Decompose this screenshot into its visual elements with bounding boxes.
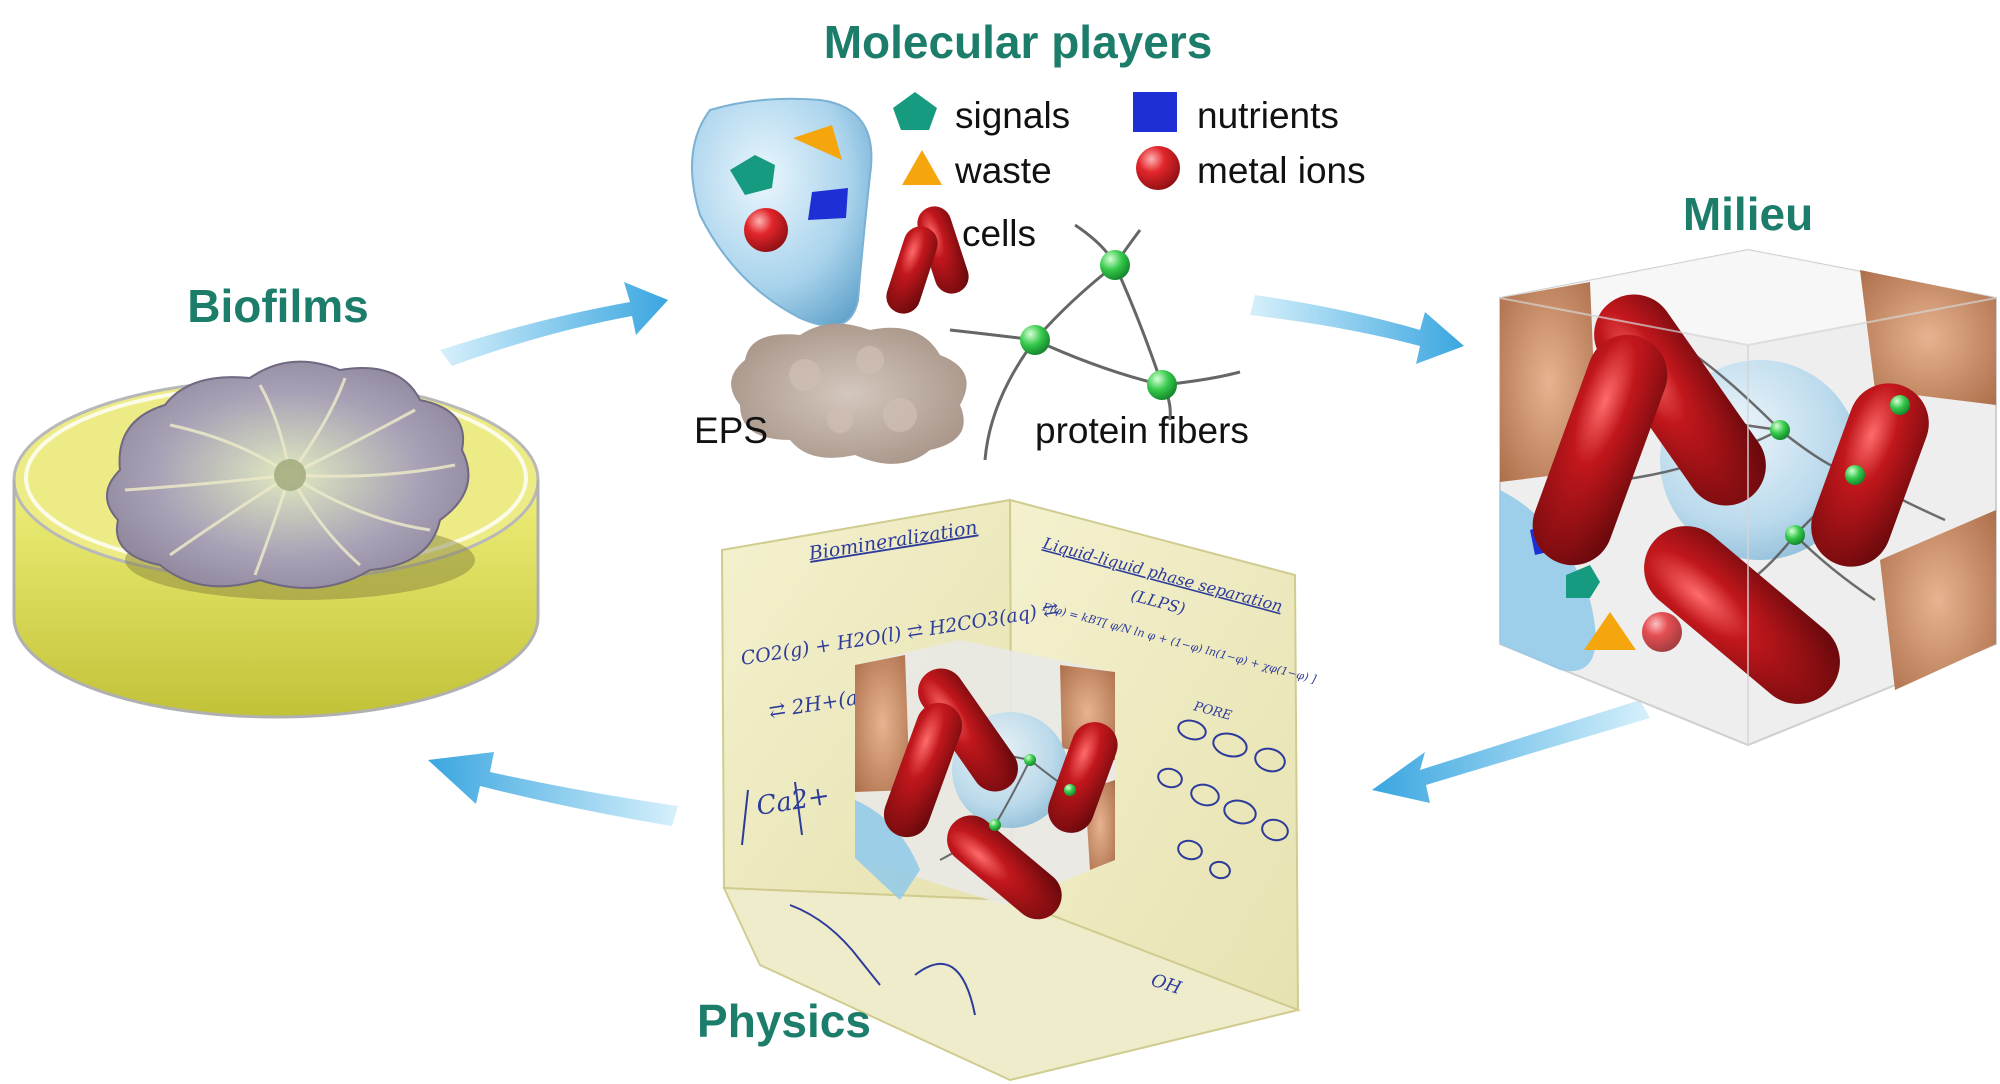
cycle-arrow-icon xyxy=(1250,295,1464,364)
legend-cells: cells xyxy=(886,206,1036,314)
legend-protein-fibers: protein fibers xyxy=(949,223,1249,461)
cube-icon xyxy=(1499,248,1997,747)
molecule-droplet xyxy=(691,97,873,327)
fiber-node-icon xyxy=(1147,370,1177,400)
legend-signals-label: signals xyxy=(955,95,1070,136)
cube-icon xyxy=(855,640,1118,920)
title-physics: Physics xyxy=(697,995,871,1047)
legend-protein-fibers-label: protein fibers xyxy=(1035,410,1249,451)
legend-cells-label: cells xyxy=(962,213,1036,254)
legend-signals: signals xyxy=(893,92,1070,136)
triangle-icon xyxy=(902,150,942,185)
cycle-arrow-icon xyxy=(440,282,668,366)
legend-nutrients: nutrients xyxy=(1133,92,1339,136)
title-biofilms: Biofilms xyxy=(187,280,368,332)
fiber-node-icon xyxy=(1100,250,1130,280)
physics-notebook: Biomineralization CO2(g) + H2O(l) ⇄ H2CO… xyxy=(720,498,1318,1082)
rod-cell-icon xyxy=(886,206,969,314)
legend-waste: waste xyxy=(902,150,1052,191)
biofilm-colony xyxy=(106,360,470,589)
legend-waste-label: waste xyxy=(954,150,1052,191)
legend-metal-ions: metal ions xyxy=(1136,146,1366,191)
square-icon xyxy=(1133,92,1177,132)
fiber-node-icon xyxy=(1020,325,1050,355)
sphere-icon xyxy=(1136,146,1180,190)
petri-dish-icon xyxy=(12,360,540,719)
title-molecular-players: Molecular players xyxy=(824,16,1213,68)
legend-nutrients-label: nutrients xyxy=(1197,95,1339,136)
cycle-arrow-icon xyxy=(428,752,678,826)
legend-eps-label: EPS xyxy=(694,410,768,451)
title-milieu: Milieu xyxy=(1683,188,1813,240)
eps-cloud-icon xyxy=(731,323,967,464)
legend-metal-ions-label: metal ions xyxy=(1197,150,1366,191)
cycle-arrow-icon xyxy=(1372,700,1650,803)
legend-eps: EPS xyxy=(694,323,967,464)
pentagon-icon xyxy=(893,92,937,130)
